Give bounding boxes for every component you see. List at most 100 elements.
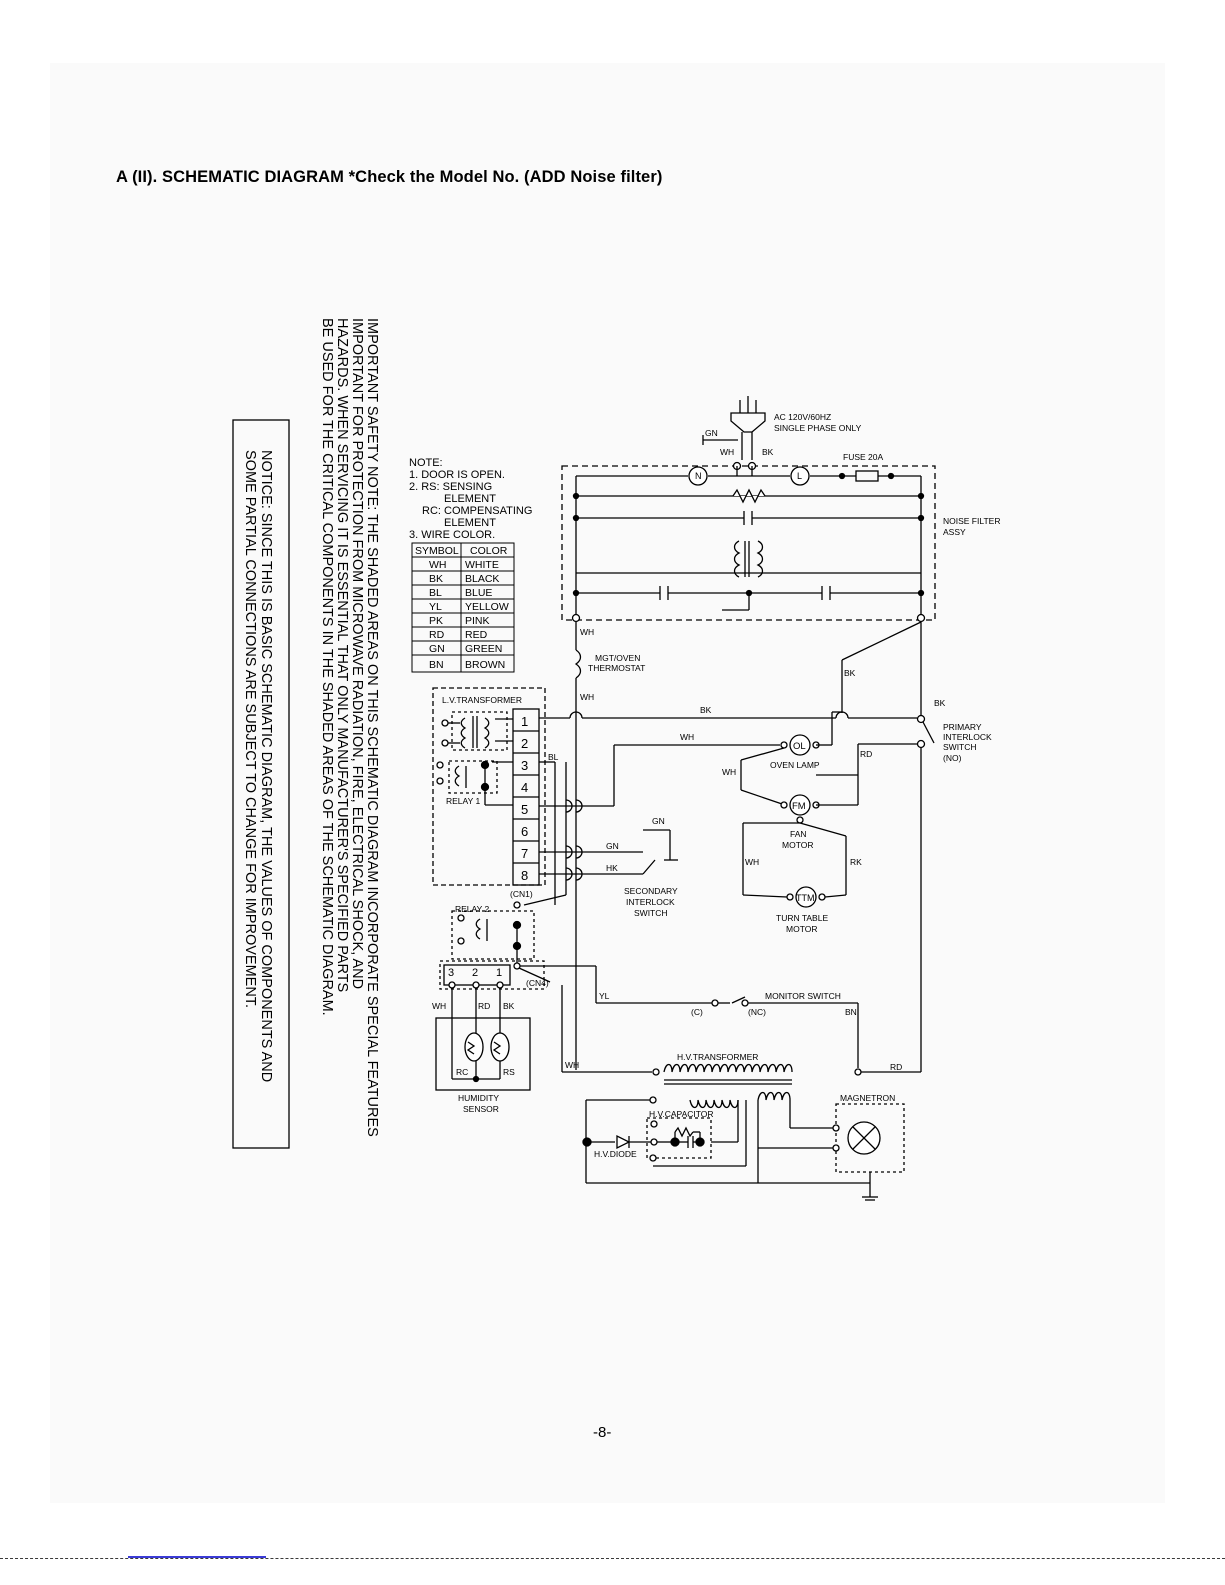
footer-divider xyxy=(0,1558,1225,1559)
wire-label: BL xyxy=(548,752,559,762)
wire-label: RD xyxy=(478,1001,490,1011)
note-1: 1. DOOR IS OPEN. xyxy=(409,469,505,481)
noise-filter-box xyxy=(561,465,936,621)
terminal-label: 6 xyxy=(521,824,528,839)
rs-sensor-icon xyxy=(490,1032,510,1062)
fuse-label: FUSE 20A xyxy=(843,452,883,462)
wire-label: BK xyxy=(503,1001,515,1011)
page-title: A (II). SCHEMATIC DIAGRAM *Check the Mod… xyxy=(116,168,663,186)
turntable-motor-symbol: TTM xyxy=(796,893,815,903)
lv-transformer-box xyxy=(432,687,546,886)
monitor-c-label: (C) xyxy=(691,1007,703,1017)
terminal-strip xyxy=(512,708,540,886)
footer-link-underline[interactable] xyxy=(128,1556,266,1558)
relay1-label: RELAY 1 xyxy=(446,796,480,806)
thermostat-icon xyxy=(574,649,582,679)
choke-coil-icon xyxy=(733,540,764,578)
safety-note-line-3: HAZARDS. WHEN SERVICING IT IS ESSENTIAL … xyxy=(334,318,350,992)
note-2c: RC: COMPENSATING xyxy=(422,505,532,517)
hv-transformer-label: H.V.TRANSFORMER xyxy=(677,1052,758,1062)
table-cell-color: BROWN xyxy=(465,659,505,671)
relay2-coil-icon xyxy=(475,918,482,940)
monitor-switch-icon xyxy=(731,996,746,1004)
wire-label: BK xyxy=(934,698,946,708)
secondary-interlock-switch-icon xyxy=(642,859,656,875)
cn4-pin-label: 1 xyxy=(496,967,502,979)
wire-label: HK xyxy=(606,863,618,873)
table-cell-symbol: WH xyxy=(429,559,447,571)
document-sheet xyxy=(50,63,1165,1503)
lv-transformer-icon xyxy=(460,717,467,749)
turntable-label: TURN TABLE xyxy=(776,913,828,923)
terminal-label: 1 xyxy=(521,714,528,729)
fan-motor-icon xyxy=(789,794,811,816)
power-plug-icon xyxy=(702,396,766,460)
wire-label: BK xyxy=(700,705,712,715)
table-cell-color: PINK xyxy=(465,615,490,627)
noise-filter-label: NOISE FILTER xyxy=(943,516,1000,526)
primary-interlock-sublabel: SWITCH xyxy=(943,742,977,752)
terminal-label: 7 xyxy=(521,846,528,861)
oven-lamp-symbol: OL xyxy=(793,741,806,752)
noise-filter-sublabel: ASSY xyxy=(943,527,966,537)
wire-label: WH xyxy=(580,692,594,702)
hv-secondary-coil-icon xyxy=(689,1099,739,1109)
line-node-label: L xyxy=(797,471,802,481)
cn4-pin-label: 3 xyxy=(448,967,454,979)
wire-label: WH xyxy=(722,767,736,777)
terminal-label: 3 xyxy=(521,758,528,773)
turntable-sublabel: MOTOR xyxy=(786,924,817,934)
wire-label: WH xyxy=(565,1060,579,1070)
neutral-node-icon xyxy=(688,466,708,486)
safety-note-line-1: IMPORTANT SAFETY NOTE: THE SHADED AREAS … xyxy=(364,318,380,1137)
terminal-label: 8 xyxy=(521,868,528,883)
table-cell-symbol: BN xyxy=(429,659,444,671)
notice-box xyxy=(232,419,290,1149)
turntable-motor-icon xyxy=(795,886,817,908)
hv-capacitor-box xyxy=(646,1117,712,1159)
safety-note-line-2: IMPORTANT FOR PROTECTION FROM MICROWAVE … xyxy=(349,318,365,989)
humidity-sensor-box xyxy=(435,1017,531,1091)
wire-label: BK xyxy=(762,447,774,457)
relay1-coil-icon xyxy=(454,765,461,787)
notice-line-2: SOME PARTIAL CONNECTIONS ARE SUBJECT TO … xyxy=(242,450,258,1008)
note-2b: ELEMENT xyxy=(444,493,496,505)
table-cell-color: BLUE xyxy=(465,587,492,599)
note-2a: 2. RS: SENSING xyxy=(409,481,492,493)
table-header-color: COLOR xyxy=(470,545,508,557)
hv-primary-coil-icon xyxy=(663,1063,793,1073)
table-cell-symbol: YL xyxy=(429,601,442,613)
fan-motor-label: FAN xyxy=(790,829,807,839)
hv-diode-label: H.V.DIODE xyxy=(594,1149,637,1159)
humidity-sensor-label: HUMIDITY xyxy=(458,1093,499,1103)
table-cell-color: GREEN xyxy=(465,643,502,655)
ac-source-label: AC 120V/60HZ xyxy=(774,412,831,422)
table-cell-color: WHITE xyxy=(465,559,499,571)
secondary-interlock-label: SECONDARY xyxy=(624,886,678,896)
rc-sensor-icon xyxy=(464,1032,484,1062)
secondary-interlock-sublabel: SWITCH xyxy=(634,908,668,918)
wire-label: WH xyxy=(580,627,594,637)
wire-label: BN xyxy=(845,1007,857,1017)
table-cell-color: RED xyxy=(465,629,488,641)
table-cell-color: YELLOW xyxy=(465,601,509,613)
table-cell-symbol: PK xyxy=(429,615,443,627)
primary-interlock-sublabel: INTERLOCK xyxy=(943,732,992,742)
secondary-interlock-sublabel: INTERLOCK xyxy=(626,897,675,907)
table-cell-color: BLACK xyxy=(465,573,499,585)
cn1-label: (CN1) xyxy=(510,889,533,899)
table-header-symbol: SYMBOL xyxy=(415,545,459,557)
rc-label: RC xyxy=(456,1067,468,1077)
thermostat-sublabel: THERMOSTAT xyxy=(588,663,645,673)
wire-label: WH xyxy=(432,1001,446,1011)
table-cell-symbol: RD xyxy=(429,629,445,641)
cn4-pin-label: 2 xyxy=(472,967,478,979)
wire-label: GN xyxy=(606,841,619,851)
fuse-icon xyxy=(855,470,879,482)
humidity-sensor-sublabel: SENSOR xyxy=(463,1104,499,1114)
hv-capacitor-label: H.V.CAPACITOR xyxy=(649,1109,714,1119)
table-cell-symbol: BK xyxy=(429,573,443,585)
cn4-label: (CN4) xyxy=(526,978,549,988)
relay2-label: RELAY 2 xyxy=(455,904,489,914)
wire-label: WH xyxy=(720,447,734,457)
